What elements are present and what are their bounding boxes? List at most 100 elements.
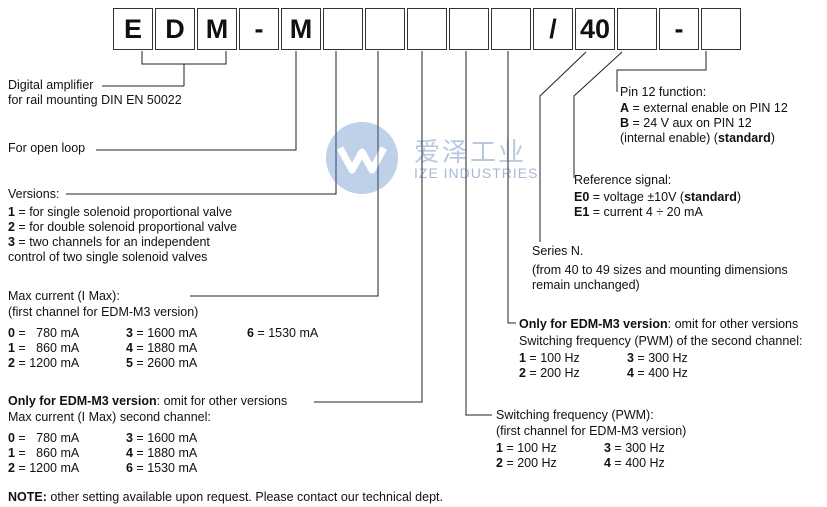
- grid-key: 6: [126, 461, 133, 475]
- grid-key: 4: [126, 446, 133, 460]
- grid-value: = 1200 mA: [14, 356, 80, 370]
- pin12-a-text: = external enable on PIN 12: [629, 101, 788, 115]
- pin12-b2-post: ): [770, 131, 775, 145]
- pin12-b-key: B: [620, 116, 630, 130]
- pin12-a-key: A: [620, 101, 630, 115]
- max-current-sub: (first channel for EDM-M3 version): [8, 305, 199, 319]
- grid-value: = 100 Hz: [525, 351, 580, 365]
- version-text: = two channels for an independent: [14, 235, 210, 249]
- grid-cell: 0 = 780 mA: [8, 326, 79, 341]
- code-box: /: [533, 8, 573, 50]
- grid-value: = 200 Hz: [502, 456, 557, 470]
- grid-key: 3: [126, 326, 133, 340]
- version-2: 2 = for double solenoid proportional val…: [8, 220, 237, 235]
- ref-e1-key: E1: [574, 205, 590, 219]
- version-1: 1 = for single solenoid proportional val…: [8, 205, 232, 220]
- code-box: -: [659, 8, 699, 50]
- code-box: M: [197, 8, 237, 50]
- code-box: [701, 8, 741, 50]
- grid-cell: 3 = 300 Hz: [604, 441, 665, 456]
- digital-amplifier-sub: for rail mounting DIN EN 50022: [8, 93, 182, 107]
- pin12-b-text: = 24 V aux on PIN 12: [629, 116, 752, 130]
- watermark-english: IZE INDUSTRIES: [414, 165, 539, 181]
- grid-value: = 1880 mA: [132, 341, 198, 355]
- grid-cell: 2 = 200 Hz: [496, 456, 557, 471]
- grid-key: 1: [496, 441, 503, 455]
- version-text: = for double solenoid proportional valve: [14, 220, 237, 234]
- grid-cell: 6 = 1530 mA: [247, 326, 318, 341]
- grid-value: = 300 Hz: [610, 441, 665, 455]
- grid-value: = 780 mA: [14, 326, 80, 340]
- grid-cell: 1 = 860 mA: [8, 341, 79, 356]
- m3-second-note: Only for EDM-M3 version: omit for other …: [519, 317, 798, 332]
- versions-title: Versions:: [8, 187, 60, 201]
- grid-cell: 1 = 100 Hz: [519, 351, 580, 366]
- ref-e0: E0 = voltage ±10V (standard): [574, 190, 741, 205]
- ref-e0-key: E0: [574, 190, 590, 204]
- code-box: M: [281, 8, 321, 50]
- grid-key: 2: [8, 356, 15, 370]
- max-current-title: Max current (I Max):: [8, 289, 120, 303]
- grid-key: 6: [247, 326, 254, 340]
- grid-cell: 3 = 1600 mA: [126, 431, 197, 446]
- series-line-2: remain unchanged): [532, 278, 640, 292]
- grid-value: = 400 Hz: [610, 456, 665, 470]
- grid-value: = 400 Hz: [633, 366, 688, 380]
- grid-cell: 2 = 200 Hz: [519, 366, 580, 381]
- code-box: -: [239, 8, 279, 50]
- code-box: [449, 8, 489, 50]
- grid-value: = 100 Hz: [502, 441, 557, 455]
- grid-cell: 3 = 300 Hz: [627, 351, 688, 366]
- open-loop-label: For open loop: [8, 141, 86, 155]
- grid-cell: 1 = 860 mA: [8, 446, 79, 461]
- grid-cell: 6 = 1530 mA: [126, 461, 197, 476]
- pin12-b2: (internal enable) (standard): [620, 131, 775, 146]
- note-rest: other setting available upon request. Pl…: [46, 490, 443, 504]
- grid-cell: 4 = 400 Hz: [627, 366, 688, 381]
- grid-cell: 0 = 780 mA: [8, 431, 79, 446]
- grid-key: 5: [126, 356, 133, 370]
- grid-cell: 4 = 1880 mA: [126, 341, 197, 356]
- watermark-chinese: 爱泽工业: [414, 138, 527, 168]
- pin12-b2-bold: standard: [717, 131, 771, 145]
- ref-e0-bold: standard: [684, 190, 737, 204]
- grid-cell: 3 = 1600 mA: [126, 326, 197, 341]
- m3-only-note: Only for EDM-M3 version: omit for other …: [8, 394, 287, 409]
- grid-cell: 4 = 400 Hz: [604, 456, 665, 471]
- grid-key: 4: [627, 366, 634, 380]
- grid-value: = 1530 mA: [253, 326, 319, 340]
- version-key: 2: [8, 220, 15, 234]
- grid-key: 1: [8, 341, 15, 355]
- grid-value: = 200 Hz: [525, 366, 580, 380]
- grid-cell: 5 = 2600 mA: [126, 356, 197, 371]
- code-box: [407, 8, 447, 50]
- grid-value: = 300 Hz: [633, 351, 688, 365]
- ref-e1: E1 = current 4 ÷ 20 mA: [574, 205, 703, 220]
- grid-cell: 4 = 1880 mA: [126, 446, 197, 461]
- grid-key: 2: [496, 456, 503, 470]
- code-box: [323, 8, 363, 50]
- grid-value: = 1530 mA: [132, 461, 198, 475]
- code-box: [365, 8, 405, 50]
- grid-key: 0: [8, 431, 15, 445]
- pwm2-title: Switching frequency (PWM) of the second …: [519, 334, 803, 348]
- version-3: 3 = two channels for an independent: [8, 235, 210, 250]
- grid-value: = 1200 mA: [14, 461, 80, 475]
- pin12-b2-pre: (internal enable) (: [620, 131, 718, 145]
- code-box: [491, 8, 531, 50]
- grid-key: 2: [8, 461, 15, 475]
- grid-value: = 2600 mA: [132, 356, 198, 370]
- grid-key: 1: [8, 446, 15, 460]
- grid-key: 3: [126, 431, 133, 445]
- grid-value: = 860 mA: [14, 446, 80, 460]
- grid-key: 3: [627, 351, 634, 365]
- grid-key: 3: [604, 441, 611, 455]
- pin12-b: B = 24 V aux on PIN 12: [620, 116, 752, 131]
- ref-e0-post: ): [736, 190, 742, 204]
- ref-e0-pre: = voltage ±10V (: [589, 190, 685, 204]
- pwm1-title: Switching frequency (PWM):: [496, 408, 654, 422]
- pwm1-sub: (first channel for EDM-M3 version): [496, 424, 687, 438]
- note-bold: NOTE:: [8, 490, 47, 504]
- grid-cell: 2 = 1200 mA: [8, 461, 79, 476]
